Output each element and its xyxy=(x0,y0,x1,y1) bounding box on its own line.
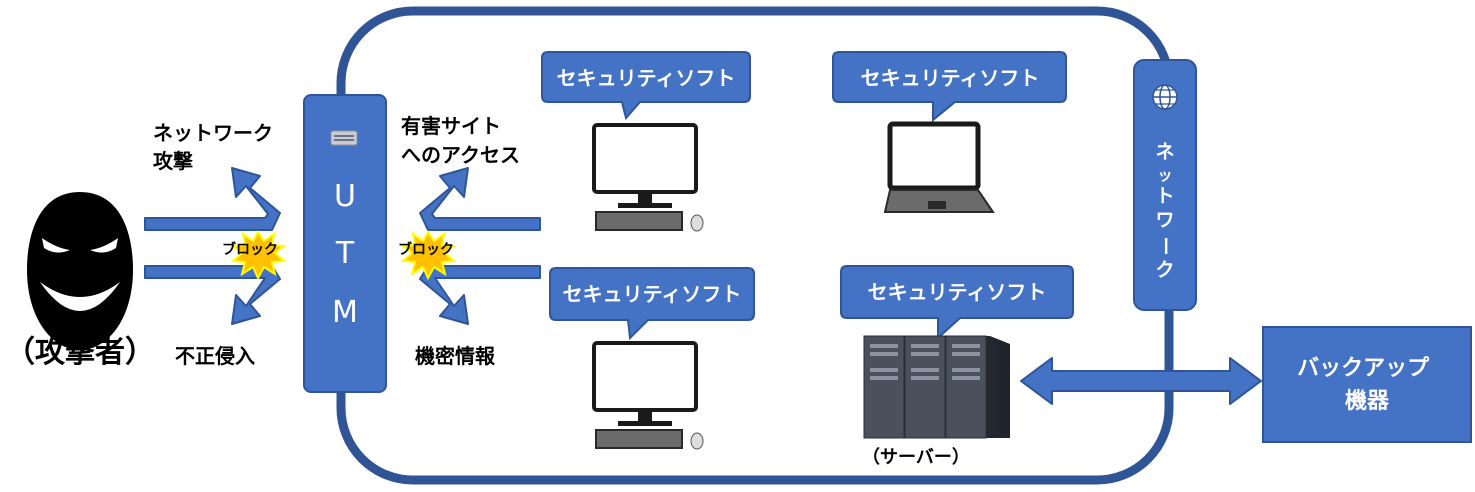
utm-box xyxy=(303,94,387,393)
callout-pc1: セキュリティソフト xyxy=(541,51,751,121)
block-burst-icon xyxy=(400,230,457,281)
block-burst-icon xyxy=(230,230,287,281)
network-char: ワ xyxy=(1155,209,1174,231)
network-char: ネ xyxy=(1155,141,1174,163)
utm-letter-t: T xyxy=(335,236,355,271)
backup-label: バックアップ 機器 xyxy=(1297,356,1437,414)
laptop-icon xyxy=(883,121,995,213)
harmful-site-line1: 有害サイト xyxy=(401,114,501,138)
network-char: ッ xyxy=(1157,166,1172,184)
callout-laptop-text: セキュリティソフト xyxy=(861,66,1040,90)
callout-pc2: セキュリティソフト xyxy=(549,267,755,341)
network-label: ネ ッ ト ワ ー ク xyxy=(1154,141,1176,281)
backup-label-line1: バックアップ xyxy=(1297,356,1430,381)
network-char: ク xyxy=(1155,259,1174,281)
desktop-pc-icon xyxy=(592,123,704,232)
backup-device-box xyxy=(1262,326,1472,443)
utm-letter-u: U xyxy=(334,179,356,214)
intrusion-label: 不正侵入 xyxy=(175,344,255,368)
network-attack-arrow xyxy=(144,167,281,231)
block-label-right: ブロック xyxy=(398,241,454,258)
globe-icon xyxy=(1152,84,1178,110)
callout-pc2-text: セキュリティソフト xyxy=(563,282,742,306)
network-attack-line2: 攻撃 xyxy=(153,149,193,173)
utm-letter-m: M xyxy=(332,295,358,330)
network-char: ト xyxy=(1155,185,1174,207)
callout-pc1-text: セキュリティソフト xyxy=(557,66,736,90)
harmful-site-line2: へのアクセス xyxy=(401,143,520,167)
callout-laptop: セキュリティソフト xyxy=(832,51,1067,123)
block-label-left: ブロック xyxy=(222,241,278,258)
backup-label-line2: 機器 xyxy=(1345,389,1390,414)
network-attack-line1: ネットワーク xyxy=(153,121,273,145)
network-attack-label: ネットワーク 攻撃 xyxy=(153,121,280,173)
callout-server: セキュリティソフト xyxy=(840,265,1074,341)
switch-hub-icon xyxy=(330,130,358,146)
backup-double-arrow xyxy=(1020,357,1262,405)
confidential-label: 機密情報 xyxy=(415,344,496,368)
callout-server-text: セキュリティソフト xyxy=(868,280,1047,304)
confidential-arrow xyxy=(419,265,541,325)
desktop-pc-icon xyxy=(592,341,704,450)
villain-mask-icon xyxy=(27,192,133,350)
harmful-site-arrow xyxy=(419,167,541,231)
intrusion-arrow xyxy=(144,265,281,325)
server-caption: （サーバー） xyxy=(862,447,970,468)
network-char: ー xyxy=(1154,236,1176,255)
attacker-label: （攻撃者） xyxy=(5,335,155,370)
network-box xyxy=(1133,59,1197,311)
harmful-site-label: 有害サイト へのアクセス xyxy=(401,114,520,167)
server-rack-icon xyxy=(863,335,1010,439)
